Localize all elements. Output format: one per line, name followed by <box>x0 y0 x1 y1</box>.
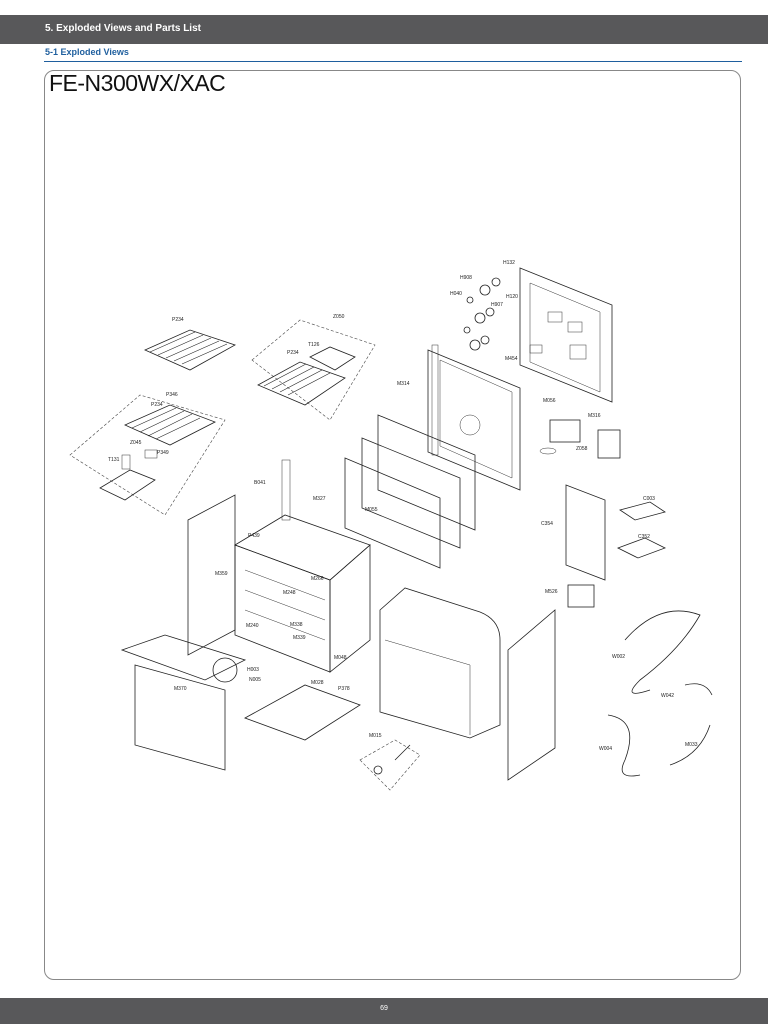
label-m240: M240 <box>246 623 259 629</box>
wire-harness-w004 <box>607 714 641 777</box>
label-z058: Z058 <box>576 446 588 452</box>
label-h132: H132 <box>503 260 515 266</box>
label-m359: M359 <box>215 571 228 577</box>
label-m327: M327 <box>313 496 326 502</box>
bracket-m526 <box>567 584 595 608</box>
label-b041: B041 <box>254 480 266 486</box>
model-number: FE-N300WX/XAC <box>49 70 226 96</box>
small-clip <box>539 447 557 455</box>
label-p234a: P234 <box>172 317 184 323</box>
label-z050: Z050 <box>333 314 345 320</box>
control-board <box>549 419 581 443</box>
diagram-frame <box>44 70 741 980</box>
valve-group <box>463 277 501 351</box>
label-h040: H040 <box>450 291 462 297</box>
label-m314: M314 <box>397 381 410 387</box>
label-m338: M338 <box>290 622 303 628</box>
label-c003: C003 <box>643 496 655 502</box>
label-c354: C354 <box>541 521 553 527</box>
label-p234b: P234 <box>287 350 299 356</box>
rear-panel <box>519 267 613 403</box>
footer-bar: 69 <box>0 998 768 1024</box>
page-number: 69 <box>380 1005 388 1012</box>
cover-plate <box>619 501 666 521</box>
bracket-part <box>597 429 621 459</box>
label-w002: W002 <box>612 654 625 660</box>
label-h908: H908 <box>460 275 472 281</box>
wire-harness-w042 <box>684 683 713 696</box>
oven-door <box>120 634 247 771</box>
label-h120: H120 <box>506 294 518 300</box>
label-m454: M454 <box>505 356 518 362</box>
label-t131: T131 <box>108 457 120 463</box>
label-p439: P439 <box>248 533 260 539</box>
label-w004: W004 <box>599 746 612 752</box>
label-z045: Z045 <box>130 440 142 446</box>
power-cord-kit <box>359 739 421 791</box>
label-m248: M248 <box>283 590 296 596</box>
wire-harness-m033 <box>669 724 711 766</box>
glass-panel-3 <box>344 457 441 569</box>
side-frame <box>427 344 521 491</box>
label-m339: M339 <box>293 635 306 641</box>
label-m033: M033 <box>685 742 698 748</box>
side-panel-left <box>187 494 236 656</box>
label-h907: H907 <box>491 302 503 308</box>
rear-cover <box>565 484 606 581</box>
subsection-title: 5-1 Exploded Views <box>45 47 129 57</box>
side-panel-right <box>507 609 556 781</box>
part-labels: H132 H908 H040 H120 H907 M454 M314 M056 … <box>108 260 698 752</box>
label-m015: M015 <box>369 733 382 739</box>
label-c352: C352 <box>638 534 650 540</box>
lower-rack-group <box>69 394 226 516</box>
label-m055: M055 <box>365 507 378 513</box>
label-m056: M056 <box>543 398 556 404</box>
label-p378: P378 <box>338 686 350 692</box>
label-m028: M028 <box>311 680 324 686</box>
label-p234c: P234 <box>151 402 163 408</box>
drawer <box>244 684 361 741</box>
exploded-view-diagram: H132 H908 H040 H120 H907 M454 M314 M056 … <box>69 260 713 791</box>
label-m316: M316 <box>588 413 601 419</box>
top-rack-left <box>144 329 236 371</box>
glass-panel-2 <box>361 437 461 549</box>
label-n005: N005 <box>249 677 261 683</box>
glass-panel-1 <box>377 414 476 531</box>
label-w042: W042 <box>661 693 674 699</box>
label-m048: M048 <box>334 655 347 661</box>
label-p349: P349 <box>157 450 169 456</box>
label-t126: T126 <box>308 342 320 348</box>
filter-plate <box>616 537 667 559</box>
top-rack-right-group <box>251 319 376 421</box>
section-title: 5. Exploded Views and Parts List <box>45 23 201 34</box>
subsection-rule <box>44 61 742 62</box>
label-m266: M266 <box>311 576 324 582</box>
label-h003: H003 <box>247 667 259 673</box>
label-m370: M370 <box>174 686 187 692</box>
section-header-bar: 5. Exploded Views and Parts List <box>0 15 768 44</box>
label-m526: M526 <box>545 589 558 595</box>
wire-harness-w002 <box>624 610 701 694</box>
outer-cabinet <box>379 587 501 739</box>
label-p346: P346 <box>166 392 178 398</box>
